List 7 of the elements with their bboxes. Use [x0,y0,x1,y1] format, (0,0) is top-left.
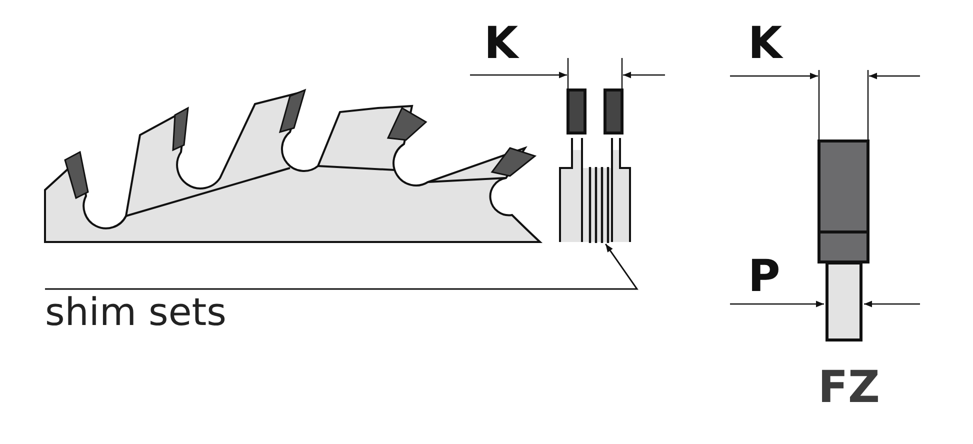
dimension-label: P [748,255,780,299]
dimension-label: K [484,22,518,66]
callout-text: shim sets [45,293,226,331]
dimension-label: K [748,22,782,66]
leader-line [45,244,638,290]
shim-stack-drawing [588,166,610,243]
dimension-label: FZ [818,366,880,410]
